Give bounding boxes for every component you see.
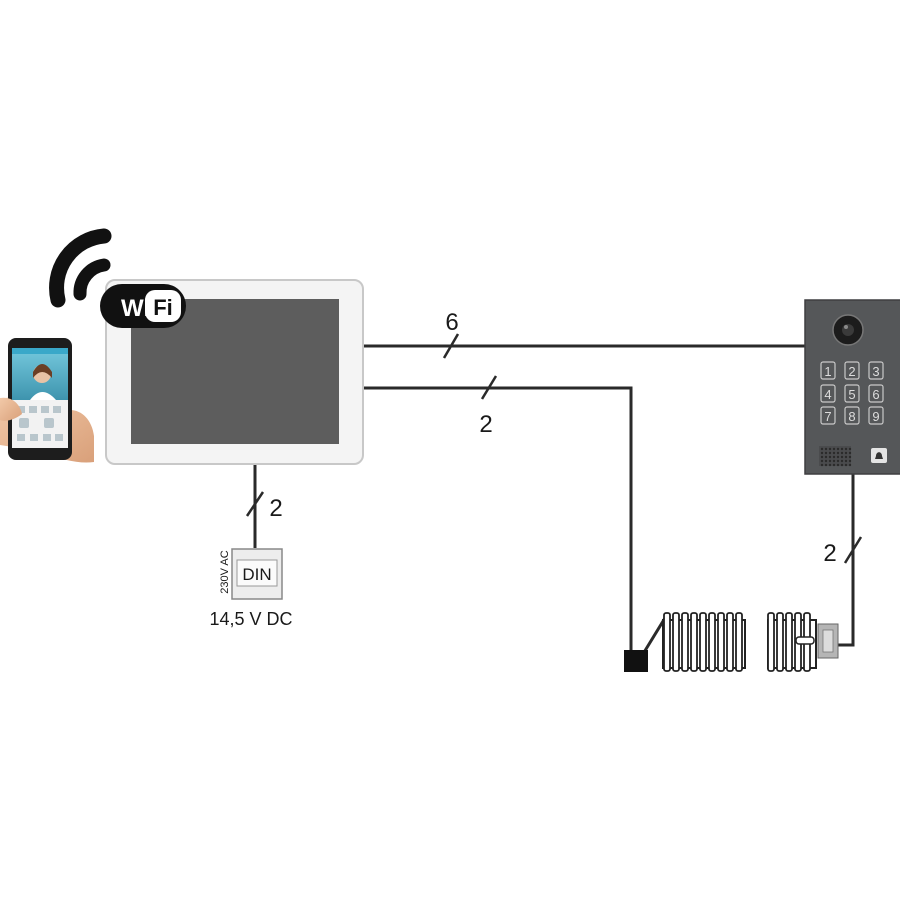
psu-module-label: DIN (242, 565, 271, 584)
keypad-key-label: 2 (848, 364, 855, 379)
wire-gate-motor-arm (641, 617, 667, 655)
wire-count-label-lock: 2 (823, 540, 836, 567)
keypad-key: 5 (844, 384, 860, 403)
electric-strike-icon (795, 623, 839, 659)
keypad-key-label: 5 (848, 387, 855, 402)
psu-output-label: 14,5 V DC (209, 609, 292, 629)
wiring-lines (253, 344, 855, 655)
keypad-key-label: 6 (872, 387, 879, 402)
tick-mark (442, 333, 460, 359)
smartphone-icon (0, 338, 94, 463)
keypad-key: 1 (820, 361, 836, 380)
keypad-key: 4 (820, 384, 836, 403)
wifi-logo-text-right: Fi (153, 295, 173, 320)
wire-monitor-gate (362, 386, 633, 652)
keypad-key: 3 (868, 361, 884, 380)
keypad-key-label: 3 (872, 364, 879, 379)
gate-motor-icon (624, 650, 648, 672)
wire-count-label-gate: 2 (479, 411, 492, 438)
psu-input-label: 230V AC (219, 550, 231, 593)
camera-icon (832, 314, 864, 346)
power-supply-module: DIN (231, 548, 283, 600)
keypad-key: 2 (844, 361, 860, 380)
keypad-key-label: 4 (824, 387, 831, 402)
wire-count-ticks (245, 333, 863, 564)
wifi-icon (49, 228, 112, 308)
door-station: 1 2 3 4 5 6 7 8 9 (804, 299, 900, 475)
wire-door-station-lock (836, 474, 855, 647)
bell-icon (871, 448, 887, 463)
keypad-key: 7 (820, 406, 836, 425)
keypad-key: 8 (844, 406, 860, 425)
keypad: 1 2 3 4 5 6 7 8 9 (820, 361, 884, 425)
keypad-key-label: 8 (848, 409, 855, 424)
tick-mark (245, 491, 265, 517)
tick-mark (843, 536, 863, 564)
monitor-icon (105, 279, 364, 465)
keypad-key-label: 9 (872, 409, 879, 424)
wire-count-label-6: 6 (445, 309, 458, 336)
tick-mark (480, 375, 498, 400)
sliding-gate (662, 612, 746, 672)
keypad-key: 9 (868, 406, 884, 425)
keypad-key-label: 7 (824, 409, 831, 424)
wifi-logo: Wi Fi (100, 284, 186, 328)
wire-count-label-psu: 2 (269, 495, 282, 522)
keypad-key: 6 (868, 384, 884, 403)
keypad-key-label: 1 (824, 364, 831, 379)
